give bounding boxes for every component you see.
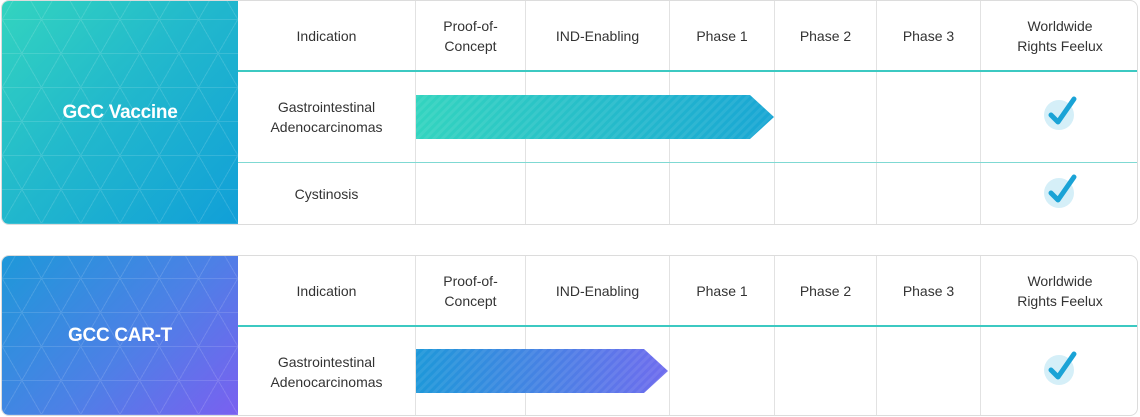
header-proof-of-concept: Proof-of-Concept xyxy=(416,1,526,71)
header-ind-enabling: IND-Enabling xyxy=(526,1,670,71)
program-name: GCC CAR-T xyxy=(68,324,172,346)
header-proof-of-concept: Proof-of-Concept xyxy=(416,256,526,326)
header-divider xyxy=(238,70,1137,72)
program-name-panel: GCC CAR-T xyxy=(2,256,238,415)
progress-bar-phase-1 xyxy=(416,95,774,139)
header-phase-2: Phase 2 xyxy=(775,256,877,326)
hex-pattern xyxy=(2,1,238,224)
progress-bar-ind-enabling xyxy=(416,349,668,393)
program-card-gcc-vaccine: GCC Vaccine Indication Proof-of-Concept … xyxy=(1,0,1138,225)
check-circle-icon xyxy=(1044,174,1077,208)
header-phase-2: Phase 2 xyxy=(775,1,877,71)
header-phase-1: Phase 1 xyxy=(670,1,775,71)
hex-pattern xyxy=(2,256,238,415)
check-circle-icon xyxy=(1044,351,1077,385)
program-name: GCC Vaccine xyxy=(62,101,178,123)
header-phase-3: Phase 3 xyxy=(877,1,981,71)
header-divider xyxy=(238,325,1137,327)
header-phase-1: Phase 1 xyxy=(670,256,775,326)
program-name-panel: GCC Vaccine xyxy=(2,1,238,224)
pipeline-grid: Indication Proof-of-Concept IND-Enabling… xyxy=(238,256,1137,415)
check-circle-icon xyxy=(1044,96,1077,130)
header-phase-3: Phase 3 xyxy=(877,256,981,326)
row-divider xyxy=(238,162,1137,163)
program-card-gcc-car-t: GCC CAR-T Indication Proof-of-Concept IN… xyxy=(1,255,1138,416)
header-indication: Indication xyxy=(238,256,416,326)
pipeline-grid: Indication Proof-of-Concept IND-Enabling… xyxy=(238,1,1137,224)
indication-cell: Cystinosis xyxy=(238,163,416,224)
header-ind-enabling: IND-Enabling xyxy=(526,256,670,326)
header-indication: Indication xyxy=(238,1,416,71)
